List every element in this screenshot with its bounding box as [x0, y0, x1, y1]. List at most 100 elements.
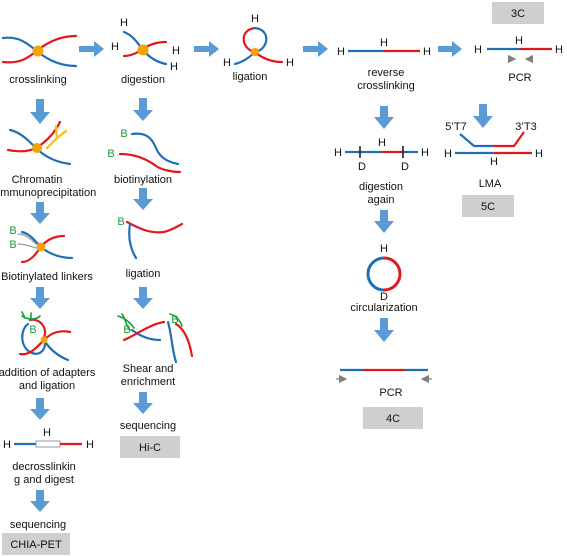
arrow-right-2 — [194, 41, 219, 57]
decross-h-right: H — [86, 439, 94, 451]
pcr-3c-h-mid: H — [515, 35, 523, 47]
arrow-down-c2-2 — [133, 188, 153, 210]
arrow-right-4 — [438, 41, 462, 57]
pcr-4c-figure — [336, 368, 432, 384]
decrosslink-figure — [14, 440, 82, 448]
method-label-3c: 3C — [511, 8, 525, 20]
method-label-chiapet: CHIA-PET — [10, 539, 62, 551]
biotin-b-2: B — [9, 239, 16, 251]
method-label-hic: Hi-C — [139, 442, 161, 454]
step-chromatin-2: immunoprecipitation — [0, 187, 96, 199]
step-digestion: digestion — [121, 74, 165, 86]
step-pcr-3c: PCR — [508, 72, 531, 84]
flow-arrows — [30, 41, 493, 512]
step-sequencing-hic: sequencing — [120, 420, 176, 432]
digestion-again-figure — [345, 146, 418, 158]
method-label-4c: 4C — [386, 413, 400, 425]
step-adapters-2: and ligation — [19, 380, 75, 392]
reverse-h-right: H — [423, 46, 431, 58]
step-biotinylated-linkers: Biotinylated linkers — [1, 271, 93, 283]
arrow-right-1 — [79, 41, 104, 57]
step-digestion-again-2: again — [368, 194, 395, 206]
biotinylation-b-2: B — [107, 148, 114, 160]
adapters-figure — [18, 311, 72, 362]
step-decross-2: g and digest — [14, 474, 74, 486]
reverse-h-left: H — [337, 46, 345, 58]
biotinylated-linkers-figure — [17, 230, 74, 264]
ligation-top-h-2: H — [223, 57, 231, 69]
digestion-h-2: H — [111, 41, 119, 53]
step-lma: LMA — [479, 178, 502, 190]
pcr-3c-h-left: H — [474, 44, 482, 56]
ligation-hic-b: B — [117, 216, 124, 228]
arrow-down-c2-4 — [133, 392, 153, 414]
step-biotinylation: biotinylation — [114, 174, 172, 186]
step-digestion-again-1: digestion — [359, 181, 403, 193]
step-adapters-1: addition of adapters — [0, 367, 96, 379]
digestion-h-4: H — [170, 61, 178, 73]
pcr-3c-figure — [487, 47, 552, 64]
ligation-top-figure — [233, 26, 284, 66]
step-reverse-2: crosslinking — [357, 80, 414, 92]
shear-b-2: B — [171, 314, 178, 326]
step-circularization: circularization — [350, 302, 417, 314]
arrow-down-c2-3 — [133, 287, 153, 309]
circularization-figure — [366, 256, 402, 292]
pcr-3c-h-right: H — [555, 44, 563, 56]
step-chromatin-1: Chromatin — [12, 174, 63, 186]
step-pcr-4c: PCR — [379, 387, 402, 399]
circular-d: D — [380, 291, 388, 303]
lma-h-mid: H — [490, 156, 498, 168]
ligation-hic-figure — [125, 220, 184, 260]
method-box-4c — [363, 407, 423, 429]
method-label-5c: 5C — [481, 201, 495, 213]
crosslinking-figure — [1, 34, 78, 68]
digest-again-h-left: H — [334, 147, 342, 159]
lma-primer-5t7: 5’T7 — [445, 121, 466, 133]
arrow-right-3 — [303, 41, 328, 57]
method-box-chiapet — [2, 533, 70, 555]
arrow-down-c1-1 — [30, 99, 50, 124]
chip-figure — [6, 120, 72, 166]
arrow-down-c1-5 — [30, 490, 50, 512]
digestion-h-3: H — [172, 45, 180, 57]
digestion-figure — [122, 30, 168, 66]
step-sequencing-chia: sequencing — [10, 519, 66, 531]
lma-h-left: H — [444, 148, 452, 160]
biotinylation-b-1: B — [120, 128, 127, 140]
digest-again-d-left: D — [358, 161, 366, 173]
step-crosslinking: crosslinking — [9, 74, 66, 86]
step-shear-1: Shear and — [123, 363, 174, 375]
arrow-down-c1-4 — [30, 398, 50, 420]
arrow-down-c1-3 — [30, 287, 50, 309]
decross-h-left: H — [3, 439, 11, 451]
step-ligation-hic: ligation — [126, 268, 161, 280]
step-decross-1: decrosslinkin — [12, 461, 76, 473]
digestion-h-1: H — [120, 17, 128, 29]
reverse-h-mid: H — [380, 37, 388, 49]
shear-b-1: B — [123, 324, 130, 336]
step-reverse-1: reverse — [368, 67, 405, 79]
biotinylation-figure — [118, 132, 182, 174]
lma-figure — [455, 131, 532, 155]
arrow-down-c4-2 — [374, 210, 394, 233]
digest-again-h-right: H — [421, 147, 429, 159]
arrow-down-c4-3 — [374, 318, 394, 342]
arrow-down-c5-1 — [473, 104, 493, 128]
arrow-down-c1-2 — [30, 202, 50, 224]
digest-again-d-right: D — [401, 161, 409, 173]
ligation-top-h-1: H — [251, 13, 259, 25]
method-box-3c — [492, 2, 544, 24]
lma-h-right: H — [535, 148, 543, 160]
step-ligation-top: ligation — [233, 71, 268, 83]
method-box-5c — [462, 195, 514, 217]
lma-primer-3t3: 3’T3 — [515, 121, 536, 133]
arrow-down-c2-1 — [133, 98, 153, 121]
step-shear-2: enrichment — [121, 376, 175, 388]
biotin-b-1: B — [9, 225, 16, 237]
digest-again-h-mid: H — [378, 137, 386, 149]
decross-h-mid: H — [43, 427, 51, 439]
shear-figure — [117, 313, 194, 364]
circular-h: H — [380, 243, 388, 255]
